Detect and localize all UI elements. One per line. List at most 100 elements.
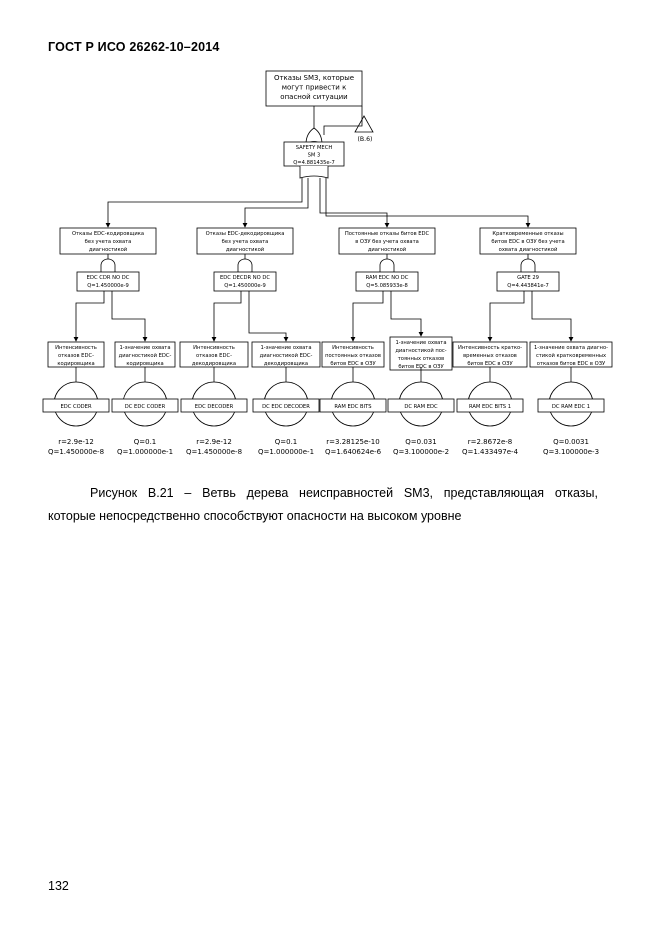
right-desc-box-0: [114, 341, 176, 368]
branch-desc-text-1: Отказы EDC-декодировщика: [206, 231, 285, 237]
branch-gate-text-2: Q=5.085933e-8: [366, 283, 408, 289]
and-gate-icon-1: [237, 258, 253, 274]
right-desc-text-2: битов EDC в ОЗУ: [398, 364, 444, 370]
left-desc-text-0: кодировщика: [57, 361, 94, 367]
right-desc-box-1: [251, 341, 321, 368]
top-event-text: Отказы SM3, которые: [274, 74, 354, 82]
right-desc-text-1: 1-значение охвата: [260, 345, 311, 351]
right-value-text-1: Q=1.000000e-1: [258, 448, 314, 456]
right-desc-text-2: 1-значение охвата: [395, 340, 446, 346]
page-number: 132: [48, 879, 69, 893]
left-event-label-0: EDC CODER: [60, 404, 92, 410]
branch-gate-box-0: [76, 271, 140, 292]
branch-gate-box-1: [213, 271, 277, 292]
left-desc-text-1: Интенсивность: [193, 345, 235, 351]
right-desc-text-2: диагностикой пос-: [395, 347, 446, 354]
right-event-label-1: DC EDC DECODER: [262, 404, 310, 410]
branch-desc-text-3: Кратковременные отказы: [492, 231, 563, 237]
right-value-text-2: Q=3.100000e-2: [393, 448, 449, 456]
left-desc-text-3: битов EDC в ОЗУ: [467, 361, 513, 367]
top-event-box: [265, 70, 363, 107]
right-desc-text-0: диагностикой EDC-: [119, 352, 172, 359]
connector-transfer: [323, 106, 363, 135]
or-gate-bottom-icon: [299, 166, 329, 179]
right-value-text-0: Q=1.000000e-1: [117, 448, 173, 456]
branch-desc-text-2: Постоянные отказы битов EDC: [345, 231, 430, 237]
right-value-text-3: Q=3.100000e-3: [543, 448, 599, 456]
left-value-text-2: r=3.28125e-10: [326, 438, 379, 446]
connector-branch-2: [319, 178, 390, 228]
top-gate-text: SAFETY MECH: [296, 145, 333, 151]
top-gate-text: Q=4.881435e-7: [293, 160, 335, 166]
right-event-label-0: DC EDC CODER: [125, 404, 166, 410]
and-gate-icon-3: [520, 258, 536, 274]
connector-branch-1: [242, 178, 309, 228]
branch-gate-box-3: [496, 271, 560, 292]
top-gate-box: [283, 141, 345, 167]
caption-line-1: Рисунок В.21 – Ветвь дерева неисправност…: [90, 486, 598, 500]
branch-desc-box-0: [59, 227, 157, 255]
branch-gate-text-0: Q=1.450000e-9: [87, 283, 129, 289]
document-header: ГОСТ Р ИСО 26262-10–2014: [48, 40, 220, 54]
branch-gate-text-1: EDC DECDR NO DC: [220, 275, 270, 281]
right-event-label-box-0: [111, 398, 179, 413]
right-event-label-box-3: [537, 398, 605, 413]
right-desc-box-3: [529, 341, 613, 368]
right-desc-text-0: 1-значение охвата: [119, 345, 170, 351]
transfer-label: (B.6): [358, 136, 373, 143]
left-desc-box-3: [452, 341, 528, 368]
top-gate-text: SM 3: [308, 153, 321, 159]
and-gate-icon-2: [379, 258, 395, 274]
and-gate-icon-0: [100, 258, 116, 274]
right-value-text-0: Q=0.1: [134, 438, 157, 446]
connector-left-3: [487, 291, 525, 342]
branch-desc-box-1: [196, 227, 294, 255]
branch-desc-text-0: диагностикой: [89, 246, 127, 253]
branch-desc-text-2: диагностикой: [368, 246, 406, 253]
right-desc-text-0: кодировщика: [126, 361, 163, 367]
connector-right-1: [248, 291, 289, 342]
right-event-label-3: DC RAM EDC 1: [552, 404, 590, 410]
connector-left-1: [211, 291, 242, 342]
top-event-text: могут привести к: [282, 84, 347, 92]
branch-gate-box-2: [355, 271, 419, 292]
connector-right-0: [111, 291, 148, 342]
left-desc-text-3: Интенсивность кратко-: [458, 345, 522, 351]
left-desc-box-0: [47, 341, 105, 368]
transfer-triangle-icon: [354, 115, 374, 133]
right-desc-text-3: стикой кратковременных: [536, 352, 606, 359]
left-event-label-3: RAM EDC BITS 1: [469, 404, 511, 410]
right-desc-text-2: тоянных отказов: [398, 356, 444, 362]
right-desc-text-1: декодировщика: [264, 361, 308, 367]
left-desc-text-0: Интенсивность: [55, 345, 97, 351]
branch-gate-text-2: RAM EDC NO DC: [366, 275, 409, 281]
left-desc-text-1: декодировщика: [192, 361, 236, 367]
left-value-text-3: r=2.8672e-8: [468, 438, 513, 446]
right-desc-text-1: диагностикой EDC-: [260, 352, 313, 359]
left-desc-box-2: [321, 341, 385, 368]
left-event-label-box-2: [319, 398, 387, 413]
right-value-text-2: Q=0.031: [405, 438, 436, 446]
right-event-label-box-1: [252, 398, 320, 413]
left-desc-text-2: Интенсивность: [332, 345, 374, 351]
left-value-text-1: Q=1.450000e-8: [186, 448, 242, 456]
left-event-label-2: RAM EDC BITS: [334, 404, 371, 410]
left-event-label-box-3: [456, 398, 524, 413]
left-value-text-1: r=2.9e-12: [196, 438, 232, 446]
left-desc-text-1: отказов EDC-: [196, 353, 232, 359]
branch-desc-text-0: без учета охвата: [85, 239, 132, 245]
branch-desc-text-1: без учета охвата: [222, 239, 269, 245]
branch-desc-text-3: охвата диагностикой: [499, 246, 558, 253]
right-desc-text-3: 1-значение охвата диагно-: [534, 345, 608, 351]
connector-right-3: [531, 291, 574, 342]
figure-caption: Рисунок В.21 – Ветвь дерева неисправност…: [48, 482, 598, 528]
or-gate-icon: [305, 127, 323, 145]
connector-branch-0: [105, 178, 303, 228]
right-desc-text-3: отказов битов EDC в ОЗУ: [537, 361, 606, 367]
left-value-text-0: Q=1.450000e-8: [48, 448, 104, 456]
left-desc-text-2: постоянных отказов: [325, 353, 381, 359]
branch-gate-text-3: Q=4.443841e-7: [507, 283, 549, 289]
left-desc-text-0: отказов EDC-: [58, 353, 94, 359]
left-event-label-box-0: [42, 398, 110, 413]
